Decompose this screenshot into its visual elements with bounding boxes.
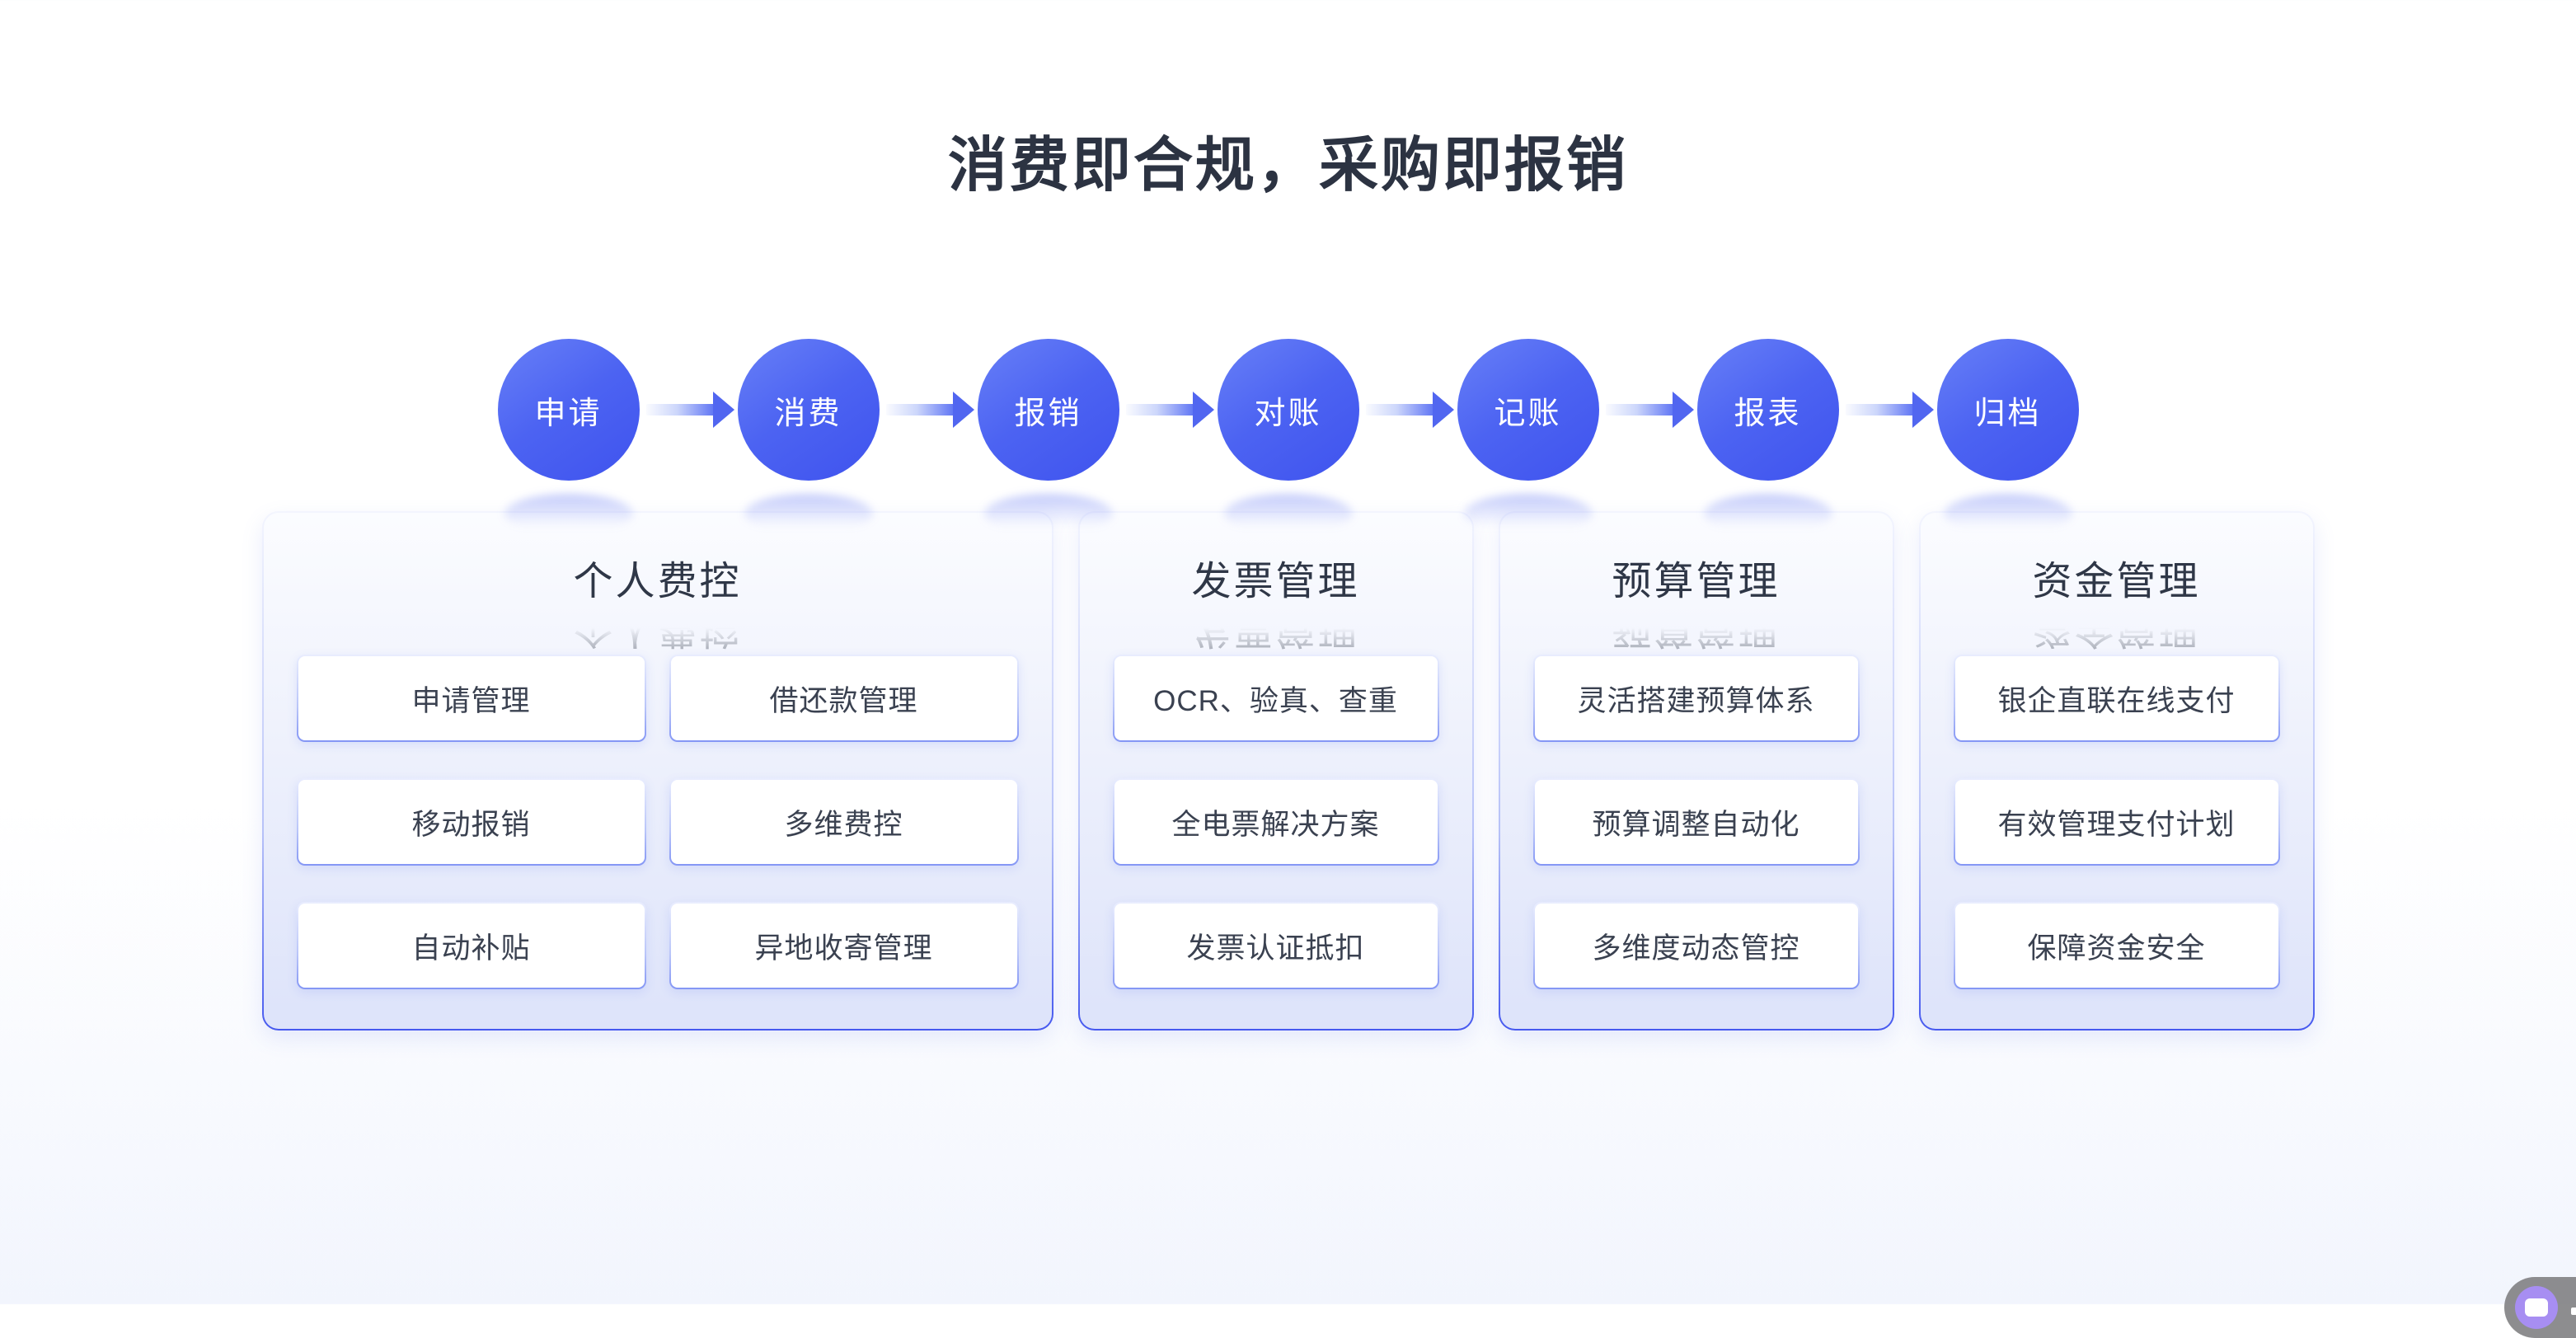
flow-step-label: 消费 [774, 396, 842, 431]
card-title: 个人费控 [573, 560, 742, 603]
card-title-wrap: 资金管理 资金管理 [1921, 559, 2313, 655]
card-items: 灵活搭建预算体系 预算调整自动化 多维度动态管控 [1500, 655, 1893, 989]
feature-cards: 个人费控 个人费控 申请管理 借还款管理 移动报销 多维费控 自动补贴 异地收寄… [0, 511, 2576, 1030]
flow-step-archive: 归档 [1936, 339, 2079, 481]
watermark-text-fragment [2571, 1286, 2576, 1329]
flow-step-reconcile: 对账 [1217, 339, 1359, 481]
flow-step-consume: 消费 [737, 339, 880, 481]
flow-step-label: 申请 [534, 396, 603, 431]
page: 消费即合规，采购即报销 申请 消费 报销 对账 记账 报表 归档 [0, 133, 2576, 1338]
card-title: 预算管理 [1612, 560, 1781, 603]
process-flow: 申请 消费 报销 对账 记账 报表 归档 [0, 339, 2576, 481]
card-personal-expense-control: 个人费控 个人费控 申请管理 借还款管理 移动报销 多维费控 自动补贴 异地收寄… [262, 511, 1053, 1030]
card-title-reflection: 发票管理 [1191, 607, 1360, 651]
flow-step-label: 归档 [1973, 396, 2042, 431]
arrow-right-icon [640, 392, 738, 428]
arrow-right-icon [1359, 392, 1457, 428]
feature-item: 多维费控 [669, 778, 1019, 866]
card-title-wrap: 预算管理 预算管理 [1500, 559, 1893, 655]
card-title-wrap: 发票管理 发票管理 [1080, 559, 1472, 655]
card-items: OCR、验真、查重 全电票解决方案 发票认证抵扣 [1080, 655, 1472, 989]
card-invoice-management: 发票管理 发票管理 OCR、验真、查重 全电票解决方案 发票认证抵扣 [1078, 511, 1474, 1030]
feature-item: 预算调整自动化 [1533, 778, 1860, 866]
arrow-right-icon [880, 392, 978, 428]
feature-item: 自动补贴 [297, 902, 646, 989]
arrow-right-icon [1839, 392, 1937, 428]
flow-step-report: 报表 [1696, 339, 1839, 481]
feature-item: 银企直联在线支付 [1954, 655, 2280, 742]
card-budget-management: 预算管理 预算管理 灵活搭建预算体系 预算调整自动化 多维度动态管控 [1499, 511, 1894, 1030]
card-title-reflection: 个人费控 [573, 607, 742, 651]
flow-step-label: 报表 [1734, 396, 1802, 431]
flow-step-bookkeeping: 记账 [1457, 339, 1599, 481]
feature-item: 异地收寄管理 [669, 902, 1019, 989]
feature-item: 全电票解决方案 [1113, 778, 1439, 866]
page-title: 消费即合规，采购即报销 [947, 133, 1628, 199]
flow-step-reimburse: 报销 [977, 339, 1119, 481]
card-title-wrap: 个人费控 个人费控 [264, 559, 1052, 655]
feature-item: 申请管理 [297, 655, 646, 742]
feature-item: OCR、验真、查重 [1113, 655, 1439, 742]
watermark-badge [2504, 1277, 2576, 1338]
flow-step-apply: 申请 [497, 339, 640, 481]
card-items: 银企直联在线支付 有效管理支付计划 保障资金安全 [1921, 655, 2313, 989]
feature-item: 灵活搭建预算体系 [1533, 655, 1860, 742]
card-title-reflection: 预算管理 [1612, 607, 1781, 651]
card-title-reflection: 资金管理 [2032, 607, 2201, 651]
feature-item: 有效管理支付计划 [1954, 778, 2280, 866]
card-title: 发票管理 [1191, 560, 1360, 603]
feature-item: 移动报销 [297, 778, 646, 866]
card-title: 资金管理 [2032, 560, 2201, 603]
flow-step-label: 报销 [1014, 396, 1082, 431]
card-items: 申请管理 借还款管理 移动报销 多维费控 自动补贴 异地收寄管理 [264, 655, 1052, 989]
card-funds-management: 资金管理 资金管理 银企直联在线支付 有效管理支付计划 保障资金安全 [1919, 511, 2315, 1030]
feature-item: 多维度动态管控 [1533, 902, 1860, 989]
flow-step-label: 记账 [1494, 396, 1562, 431]
arrow-right-icon [1119, 392, 1218, 428]
feature-item: 发票认证抵扣 [1113, 902, 1439, 989]
flow-step-label: 对账 [1254, 396, 1322, 431]
arrow-right-icon [1599, 392, 1697, 428]
app-logo-icon [2515, 1286, 2558, 1329]
feature-item: 保障资金安全 [1954, 902, 2280, 989]
feature-item: 借还款管理 [669, 655, 1019, 742]
